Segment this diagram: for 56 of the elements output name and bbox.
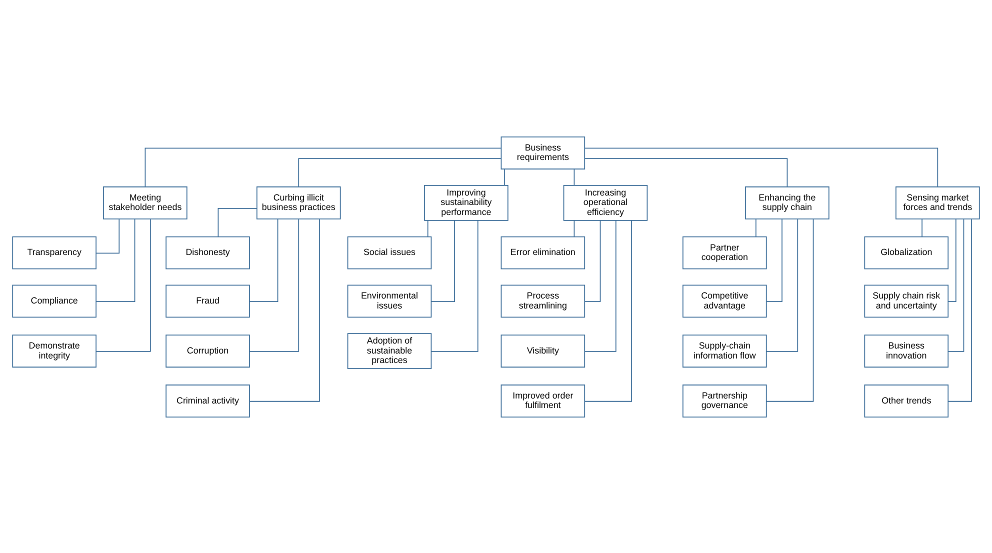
node-box: Other trends [864,384,949,417]
node-box: Visibility [500,334,586,368]
node-box: Environmental issues [347,284,432,318]
connector [249,218,300,352]
connector [298,158,502,187]
node-box: Enhancing the supply chain [745,186,830,219]
connector [96,218,136,302]
connector [574,220,575,237]
connector [948,218,956,302]
node-box: Competitive advantage [682,284,767,318]
connector [584,220,632,402]
node-box: Social issues [347,236,432,269]
connector [430,220,478,352]
node-box: Criminal activity [166,384,250,417]
connector [96,218,151,352]
node-box: Improving sustainability performance [424,184,508,220]
connector [574,168,575,186]
connector [427,220,428,237]
connector [948,218,964,352]
connector [249,218,278,302]
node-box: Meeting stakeholder needs [103,186,188,219]
connector [584,147,938,187]
node-box: Globalization [864,236,949,269]
node-box: Adoption of sustainable practices [347,332,432,369]
connector [584,158,788,187]
connector [584,220,616,352]
node-box: Improved order fulfilment [500,384,586,417]
node-box: Partner cooperation [682,236,767,269]
connector [766,218,814,402]
connector [766,218,782,302]
node-box: Error elimination [500,236,586,269]
node-box: Supply-chain information flow [682,334,767,368]
node-box: Corruption [166,334,250,368]
node-box: Compliance [12,284,96,318]
node-box: Transparency [12,236,96,269]
connector [218,208,258,236]
node-box: Supply chain risk and uncertainty [864,284,949,318]
connector [504,168,506,186]
connector [766,218,798,352]
node-box: Business requirements [500,136,586,169]
node-box: Dishonesty [166,236,250,269]
node-box: Partnership governance [682,384,767,417]
connector [948,218,972,402]
node-box: Sensing market forces and trends [896,186,980,219]
node-box: Fraud [166,284,250,318]
connector [96,218,120,254]
connector [430,220,455,302]
connector [144,147,502,187]
node-box: Demonstrate integrity [12,334,96,368]
connector [249,218,320,402]
node-box: Process streamlining [500,284,586,318]
node-box: Increasing operational efficiency [563,184,648,220]
connector [584,220,601,302]
node-box: Curbing illicit business practices [256,186,341,219]
node-box: Business innovation [864,334,949,368]
connector [755,218,756,237]
